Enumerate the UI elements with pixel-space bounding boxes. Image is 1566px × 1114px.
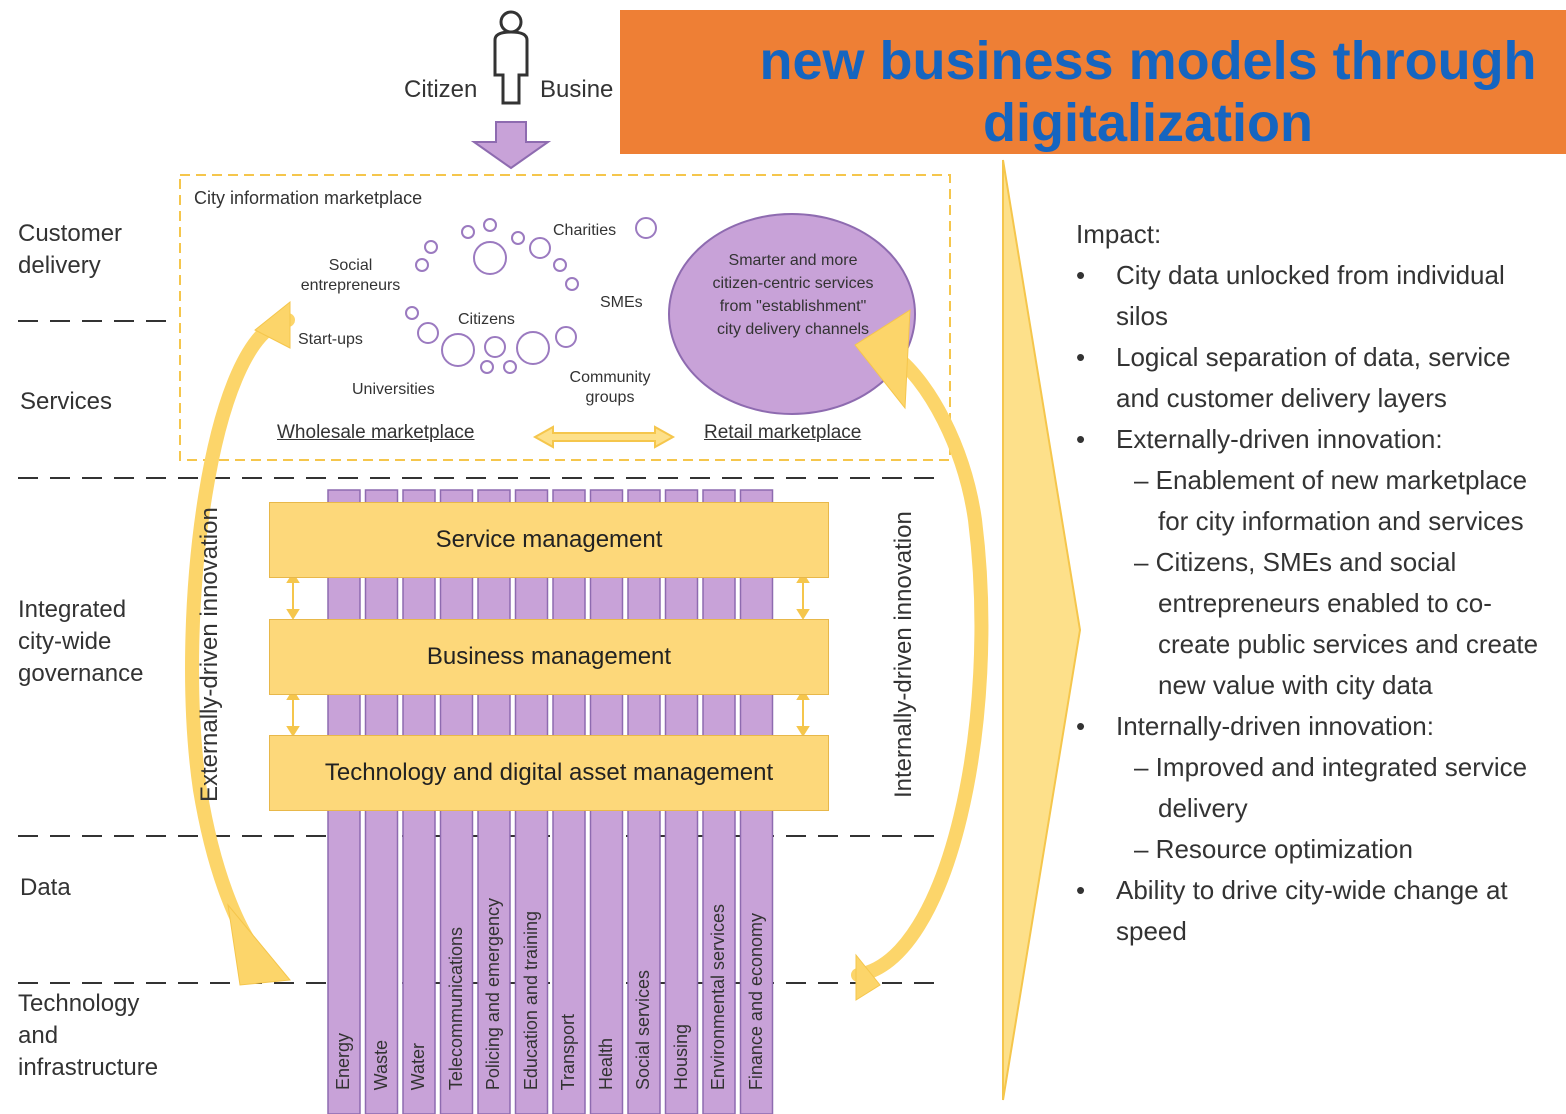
participant-start-ups: Start-ups [298,331,363,348]
pillar-label: Transport [558,1013,578,1090]
pillar-label: Finance and economy [745,912,766,1090]
impact-item: City data unlocked from individual silos [1076,255,1556,337]
participant-universities: Universities [352,381,435,398]
layer-customer-delivery: Customer delivery [18,220,123,279]
participant-community-groups: Community groups [569,369,651,406]
impact-item: Internally-driven innovation: [1076,706,1556,747]
pillar-label: Water [408,1042,428,1090]
participant-charities: Charities [553,222,617,239]
pillar-label: Environmental services [708,903,728,1090]
person-icon [493,10,529,105]
layer-data: Data [20,874,71,901]
pillar-columns [327,489,774,1114]
pillar-label: Telecommunications [445,926,466,1090]
wholesale-marketplace-label: Wholesale marketplace [277,422,475,443]
retail-bubble [668,213,916,415]
layer-services: Services [20,388,113,415]
participant-social-entrepreneurs: Social entrepreneurs [300,257,401,294]
pillar-label: Energy [333,1032,353,1090]
actor-citizen: Citizen [404,76,478,103]
marketplace-box [179,174,951,461]
internal-innovation-arrow [851,345,989,982]
internal-innovation-label: Internally-driven innovation [890,511,917,799]
impact-panel: Impact: City data unlocked from individu… [1076,214,1556,952]
pillar-label: Housing [670,1023,691,1090]
participant-citizens: Citizens [458,311,515,328]
impact-item: Ability to drive city-wide change at spe… [1076,870,1556,952]
pillar-label: Health [595,1037,616,1090]
marketplace-double-arrow [532,425,676,449]
external-innovation-arrow [185,313,295,957]
external-innovation-label: Externally-driven innovation [196,507,223,803]
technology-management-bar: Technology and digital asset management [269,735,829,811]
layer-technology: Technology and infrastructure [18,990,159,1081]
down-arrow [470,121,552,170]
impact-item: Logical separation of data, service and … [1076,337,1556,419]
pillar-label: Education and training [520,910,541,1090]
actor-business: Busine [540,76,614,103]
impact-item: Externally-driven innovation: [1076,419,1556,460]
impact-heading: Impact: [1076,219,1162,249]
business-management-bar: Business management [269,619,829,695]
marketplace-title: City information marketplace [194,188,423,208]
pillar-label: Waste [370,1039,391,1090]
participant-smes: SMEs [600,294,643,311]
layer-governance: Integrated city-wide governance [18,596,144,687]
impact-chevron [1002,159,1082,1101]
pillar-label: Social services [633,969,653,1090]
impact-subitem: – Citizens, SMEs and social entrepreneur… [1134,547,1539,700]
title-banner: new business models through digitalizati… [620,10,1566,154]
impact-subitem: – Enablement of new marketplace for city… [1134,465,1528,536]
retail-marketplace-label: Retail marketplace [704,422,862,443]
page-title: new business models through digitalizati… [759,31,1537,153]
service-management-bar: Service management [269,502,829,578]
impact-list: City data unlocked from individual silos… [1076,255,1556,952]
retail-bubble-text: Smarter and more citizen-centric service… [712,252,874,338]
impact-subitem: – Resource optimization [1134,834,1413,864]
pillar-label: Policing and emergency [483,897,503,1090]
impact-subitem: – Improved and integrated service delive… [1134,752,1528,823]
